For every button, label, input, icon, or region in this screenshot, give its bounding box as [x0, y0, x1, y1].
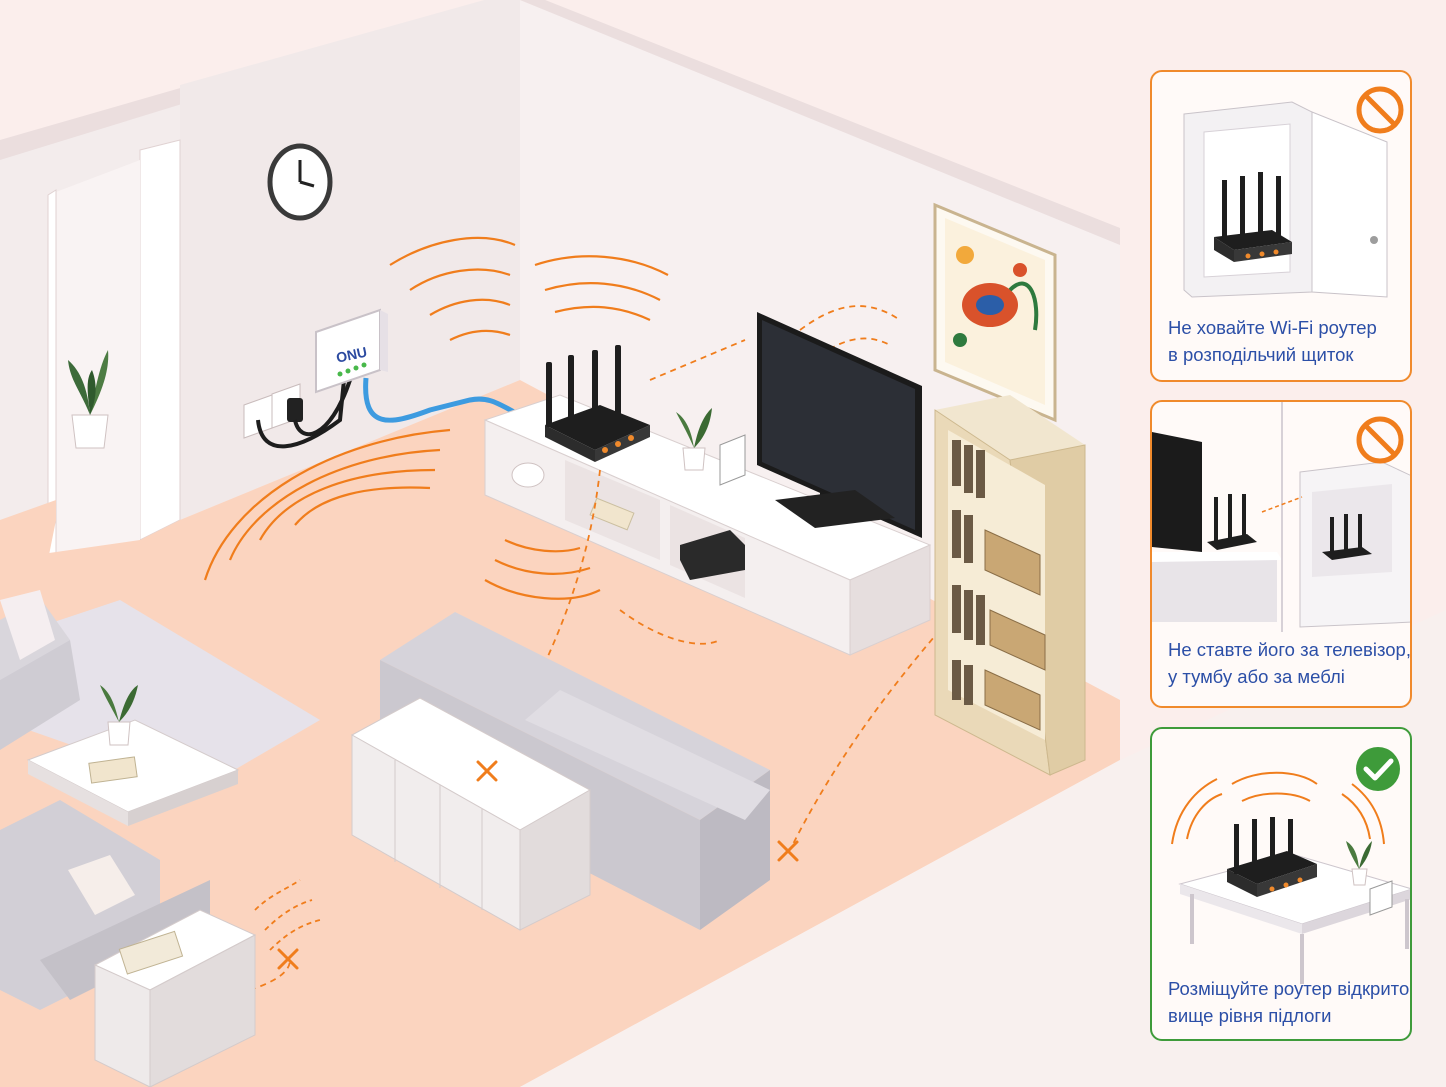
wifi-router-icon	[545, 345, 650, 462]
photo-frame-icon	[719, 434, 746, 486]
signal-blocked-x-icon	[277, 760, 799, 970]
tip-text-distribution-box: Не ховайте Wi-Fi роутер в розподільчий щ…	[1168, 317, 1377, 365]
wifi-waves-left	[389, 236, 516, 341]
folk-rooster-painting-icon	[933, 202, 1057, 423]
onu-terminal-icon: ONU	[315, 308, 388, 394]
behind-tv-illustration	[1152, 402, 1410, 632]
wifi-waves-router	[534, 255, 669, 321]
checkmark-icon	[1356, 747, 1400, 791]
bookshelf-icon	[934, 395, 1086, 776]
plant-icon	[68, 350, 109, 449]
wifi-waves-floor	[203, 428, 601, 600]
tip-text-behind-tv: Не ставте його за телевізор, у тумбу або…	[1168, 639, 1411, 687]
side-cabinet	[93, 909, 257, 1087]
prohibited-icon	[1356, 416, 1404, 464]
sideboard	[350, 697, 592, 931]
onu-label: ONU	[335, 344, 369, 366]
distribution-box-illustration	[1183, 86, 1404, 298]
prohibited-icon	[1356, 86, 1404, 134]
tip-text-open-placement: Розміщуйте роутер відкрито, вище рівня п…	[1168, 978, 1412, 1026]
wall-outlets	[243, 369, 352, 449]
wall-clock-icon	[267, 143, 333, 221]
sofa-icon	[0, 590, 80, 750]
tv-icon	[757, 312, 922, 538]
coffee-table	[26, 685, 240, 826]
tip-panel-behind-tv: Не ставте його за телевізор, у тумбу або…	[1150, 400, 1412, 708]
tip-panel-open-placement: Розміщуйте роутер відкрито, вище рівня п…	[1150, 727, 1412, 1041]
wifi-waves-weak	[254, 879, 321, 951]
open-placement-illustration	[1171, 747, 1410, 984]
tip-panel-distribution-box: Не ховайте Wi-Fi роутер в розподільчий щ…	[1150, 70, 1412, 382]
ethernet-cable	[363, 377, 522, 423]
plant-icon	[676, 408, 712, 471]
